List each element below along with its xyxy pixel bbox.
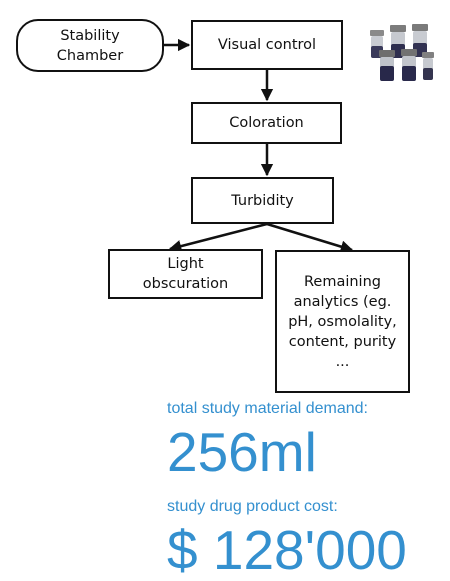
material-demand-value: 256ml <box>167 421 317 483</box>
coloration-node: Coloration <box>191 102 342 144</box>
vials-icon <box>370 24 434 81</box>
arrow-turbidity-to-light-obscuration <box>168 222 268 253</box>
flowchart-connectors <box>164 38 354 253</box>
remaining-analytics-node: Remaining analytics (eg. pH, osmolality,… <box>275 250 410 393</box>
visual-control-node: Visual control <box>191 20 343 70</box>
product-cost-label: study drug product cost: <box>167 498 338 515</box>
stability-chamber-node: Stability Chamber <box>16 19 164 72</box>
arrow-turbidity-to-remaining-analytics <box>266 222 354 253</box>
material-demand-label: total study material demand: <box>167 400 368 417</box>
product-cost-value: $ 128'000 <box>167 519 407 581</box>
turbidity-node: Turbidity <box>191 177 334 224</box>
light-obscuration-node: Light obscuration <box>108 249 263 299</box>
